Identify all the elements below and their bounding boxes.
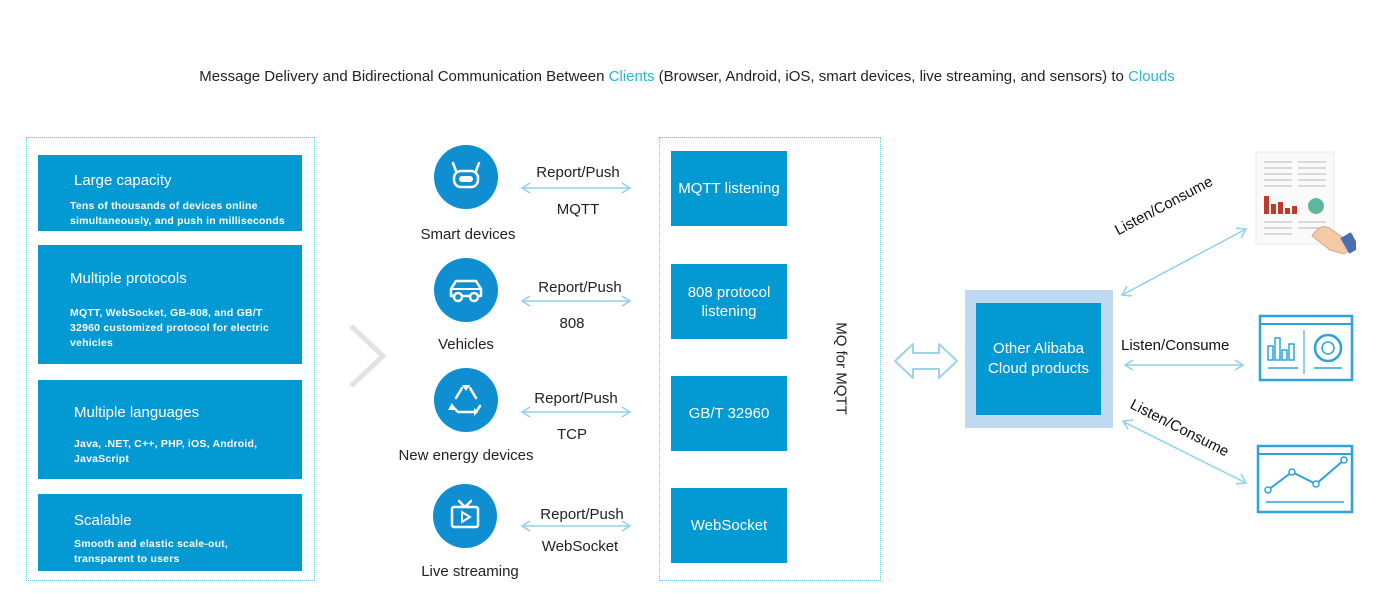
report-push-label: Report/Push — [536, 164, 620, 181]
diagram-title: Message Delivery and Bidirectional Commu… — [0, 68, 1374, 85]
recycle-icon — [434, 368, 498, 432]
report-push-label: Report/Push — [538, 279, 622, 296]
listen-consume-label: Listen/Consume — [1121, 337, 1230, 354]
bidirectional-arrow — [520, 295, 632, 307]
robot-icon — [434, 145, 498, 209]
feature-description: Tens of thousands of devices online simu… — [70, 200, 285, 227]
report-push-label: Report/Push — [540, 506, 624, 523]
bidirectional-arrow — [1120, 227, 1248, 297]
protocol-label: TCP — [557, 426, 587, 443]
mq-item-mqtt-listening: MQTT listening — [671, 151, 787, 226]
protocol-label: MQTT — [556, 201, 600, 218]
client-label-new-energy-devices: New energy devices — [398, 447, 534, 464]
mq-product-name: MQ for MQTT — [832, 322, 850, 415]
mq-item-808-listening: 808 protocol listening — [671, 264, 787, 339]
client-label-smart-devices: Smart devices — [420, 226, 516, 243]
bidirectional-arrow — [520, 182, 632, 194]
feature-description: Java, .NET, C++, PHP, iOS, Android, Java… — [74, 438, 258, 465]
feature-scalable: Scalable Smooth and elastic scale-out, t… — [38, 494, 302, 571]
feature-title: Multiple languages — [74, 404, 200, 421]
feature-multiple-protocols: Multiple protocols MQTT, WebSocket, GB-8… — [38, 245, 302, 364]
protocol-label: WebSocket — [541, 538, 619, 555]
feature-multiple-languages: Multiple languages Java, .NET, C++, PHP,… — [38, 380, 302, 479]
mq-for-mqtt-panel — [659, 137, 881, 581]
feature-title: Scalable — [74, 512, 132, 529]
chevron-right-icon — [349, 324, 387, 388]
line-chart-icon — [1256, 444, 1354, 514]
title-clients: Clients — [608, 68, 655, 85]
title-prefix: Message Delivery and Bidirectional Commu… — [199, 68, 609, 85]
title-clouds: Clouds — [1128, 68, 1175, 85]
bidirectional-arrow — [520, 520, 632, 532]
client-label-vehicles: Vehicles — [438, 336, 494, 353]
protocol-label: 808 — [559, 315, 585, 332]
feature-title: Multiple protocols — [70, 270, 187, 287]
bidirectional-arrow — [1123, 359, 1245, 371]
client-label-live-streaming: Live streaming — [421, 563, 519, 580]
bidirectional-arrow — [520, 406, 632, 418]
bidirectional-arrow — [1121, 419, 1248, 485]
report-push-label: Report/Push — [534, 390, 618, 407]
title-middle: (Browser, Android, iOS, smart devices, l… — [654, 68, 1129, 85]
mq-item-websocket: WebSocket — [671, 488, 787, 563]
report-chart-icon — [1255, 151, 1356, 255]
feature-description: Smooth and elastic scale-out, transparen… — [74, 538, 228, 565]
feature-description: MQTT, WebSocket, GB-808, and GB/T 32960 … — [70, 307, 269, 349]
cloud-products-box: Other Alibaba Cloud products — [976, 303, 1101, 415]
mq-item-gbt-32960: GB/T 32960 — [671, 376, 787, 451]
dashboard-icon — [1258, 314, 1354, 382]
car-icon — [434, 258, 498, 322]
feature-title: Large capacity — [74, 172, 172, 189]
feature-large-capacity: Large capacity Tens of thousands of devi… — [38, 155, 302, 231]
features-panel — [26, 137, 315, 581]
tv-icon — [433, 484, 497, 548]
double-arrow-icon — [894, 343, 958, 379]
